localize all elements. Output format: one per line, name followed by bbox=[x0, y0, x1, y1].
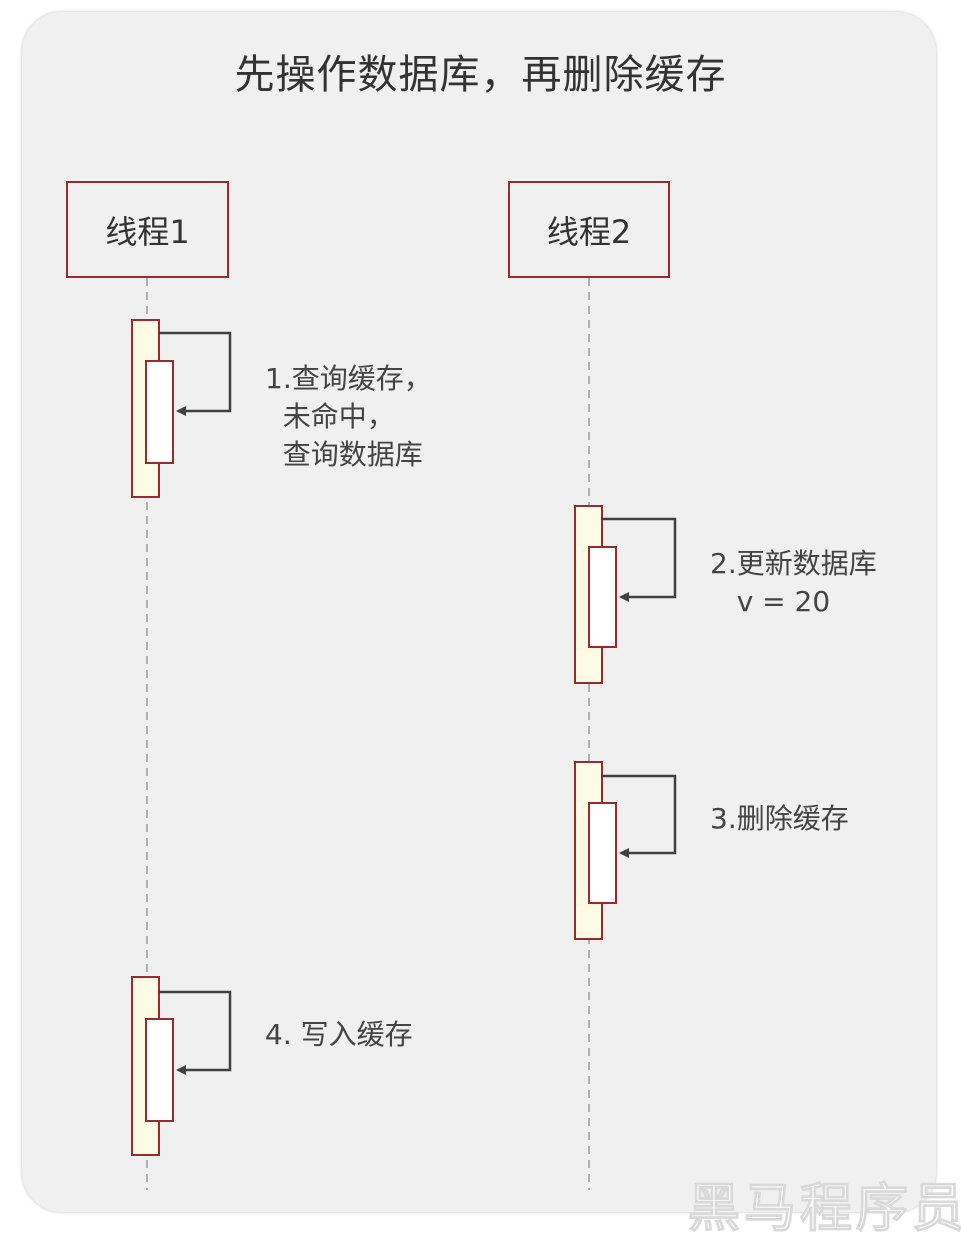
step-4-activation bbox=[131, 976, 232, 1156]
thread-2-header: 线程2 bbox=[508, 181, 670, 278]
step-4-label: 4. 写入缓存 bbox=[265, 1018, 413, 1051]
step-2-self-message-arrow bbox=[602, 517, 677, 602]
step-2-label: 2.更新数据库 v = 20 bbox=[710, 547, 877, 618]
step-3-self-message-arrow bbox=[602, 774, 677, 858]
step-1-label: 1.查询缓存， 未命中， 查询数据库 bbox=[265, 362, 432, 471]
step-2-activation bbox=[574, 505, 677, 684]
step-3-inner-bar bbox=[588, 802, 617, 904]
diagram-title: 先操作数据库，再删除缓存 bbox=[234, 52, 727, 98]
step-3-label: 3.删除缓存 bbox=[710, 802, 849, 835]
brand-watermark: 黑马程序员 bbox=[687, 1179, 961, 1240]
step-4-self-message-arrow bbox=[159, 990, 232, 1075]
step-1-inner-bar bbox=[145, 360, 174, 464]
step-2-inner-bar bbox=[588, 546, 617, 648]
step-1-activation bbox=[131, 319, 232, 498]
thread-1-header: 线程1 bbox=[66, 181, 229, 278]
step-1-self-message-arrow bbox=[159, 331, 232, 416]
step-3-activation bbox=[574, 761, 677, 940]
step-4-inner-bar bbox=[145, 1018, 174, 1122]
